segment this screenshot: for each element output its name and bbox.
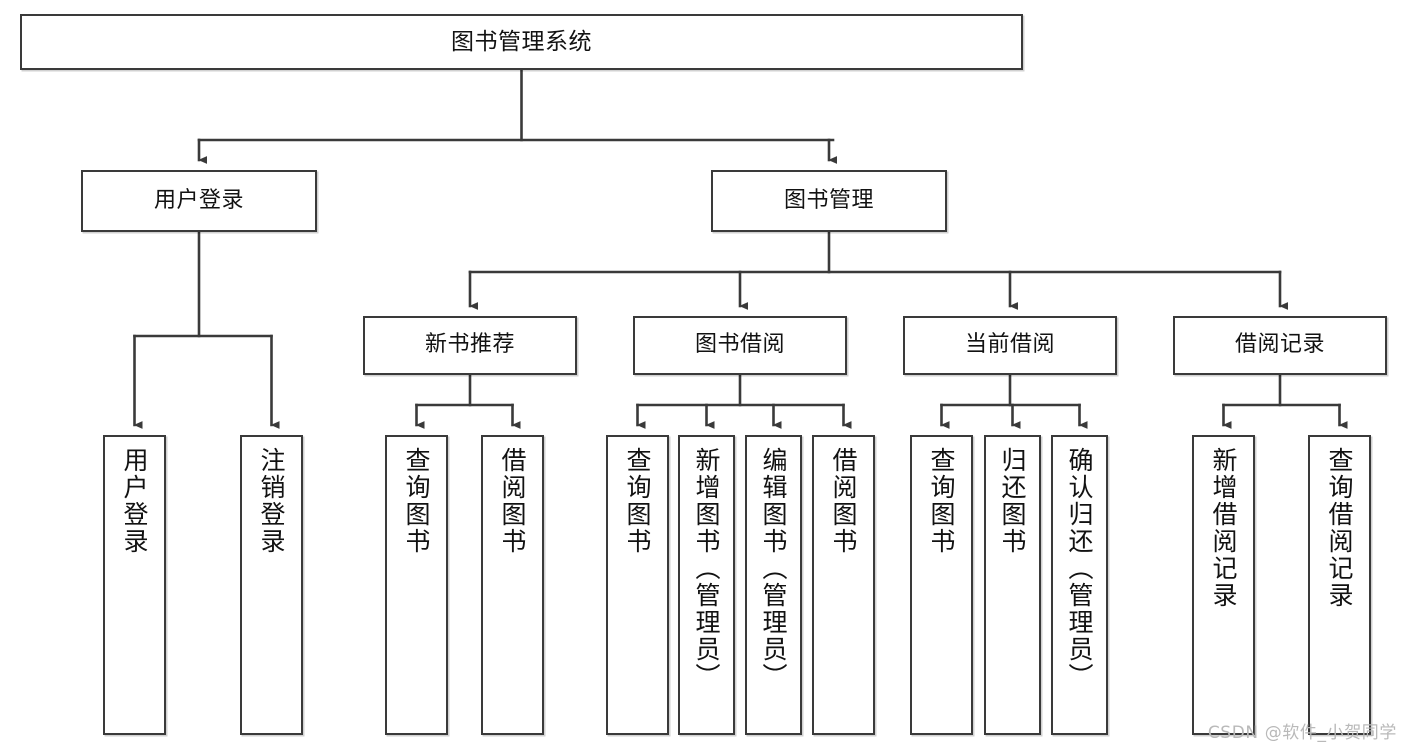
node-book-borrow[interactable]: 图书借阅 [633,316,847,375]
node-leaf-edit-book-label: 编辑图书（管理员） [759,447,788,690]
node-leaf-borrow-book-recommend[interactable]: 借阅图书 [481,435,544,735]
node-leaf-borrow-book-label: 借阅图书 [829,447,858,555]
node-root-system-label: 图书管理系统 [451,28,592,55]
node-leaf-query-book-recommend-label: 查询图书 [402,447,431,555]
node-leaf-query-book-recommend[interactable]: 查询图书 [385,435,448,735]
node-borrow-record[interactable]: 借阅记录 [1173,316,1387,375]
node-leaf-confirm-return[interactable]: 确认归还（管理员） [1051,435,1108,735]
node-leaf-query-book-current[interactable]: 查询图书 [910,435,973,735]
csdn-watermark: CSDN @软件_小贺同学 [1207,723,1397,743]
node-current-borrow[interactable]: 当前借阅 [903,316,1117,375]
node-leaf-add-book[interactable]: 新增图书（管理员） [678,435,735,735]
node-leaf-query-book-borrow-label: 查询图书 [623,447,652,555]
node-leaf-return-book-label: 归还图书 [998,447,1027,555]
node-leaf-query-book-current-label: 查询图书 [927,447,956,555]
node-borrow-record-label: 借阅记录 [1234,332,1325,358]
node-leaf-borrow-book[interactable]: 借阅图书 [812,435,875,735]
node-book-manage-label: 图书管理 [783,187,874,213]
node-user-login-label: 用户登录 [153,187,244,213]
node-leaf-return-book[interactable]: 归还图书 [984,435,1041,735]
node-leaf-query-borrow-record-label: 查询借阅记录 [1325,447,1354,609]
node-new-book-recommend-label: 新书推荐 [424,332,515,358]
node-leaf-add-borrow-record-label: 新增借阅记录 [1209,447,1238,609]
node-user-login[interactable]: 用户登录 [81,170,317,232]
node-leaf-add-borrow-record[interactable]: 新增借阅记录 [1192,435,1255,735]
node-root-system[interactable]: 图书管理系统 [20,14,1023,70]
node-book-manage[interactable]: 图书管理 [711,170,947,232]
node-leaf-borrow-book-recommend-label: 借阅图书 [498,447,527,555]
node-leaf-query-book-borrow[interactable]: 查询图书 [606,435,669,735]
node-leaf-edit-book[interactable]: 编辑图书（管理员） [745,435,802,735]
node-leaf-user-login[interactable]: 用户登录 [103,435,166,735]
node-leaf-add-book-label: 新增图书（管理员） [692,447,721,690]
node-current-borrow-label: 当前借阅 [964,332,1055,358]
node-leaf-user-logout-label: 注销登录 [257,447,286,555]
node-leaf-user-logout[interactable]: 注销登录 [240,435,303,735]
node-leaf-user-login-label: 用户登录 [120,447,149,555]
node-book-borrow-label: 图书借阅 [694,332,785,358]
node-leaf-confirm-return-label: 确认归还（管理员） [1065,447,1094,690]
node-new-book-recommend[interactable]: 新书推荐 [363,316,577,375]
node-leaf-query-borrow-record[interactable]: 查询借阅记录 [1308,435,1371,735]
